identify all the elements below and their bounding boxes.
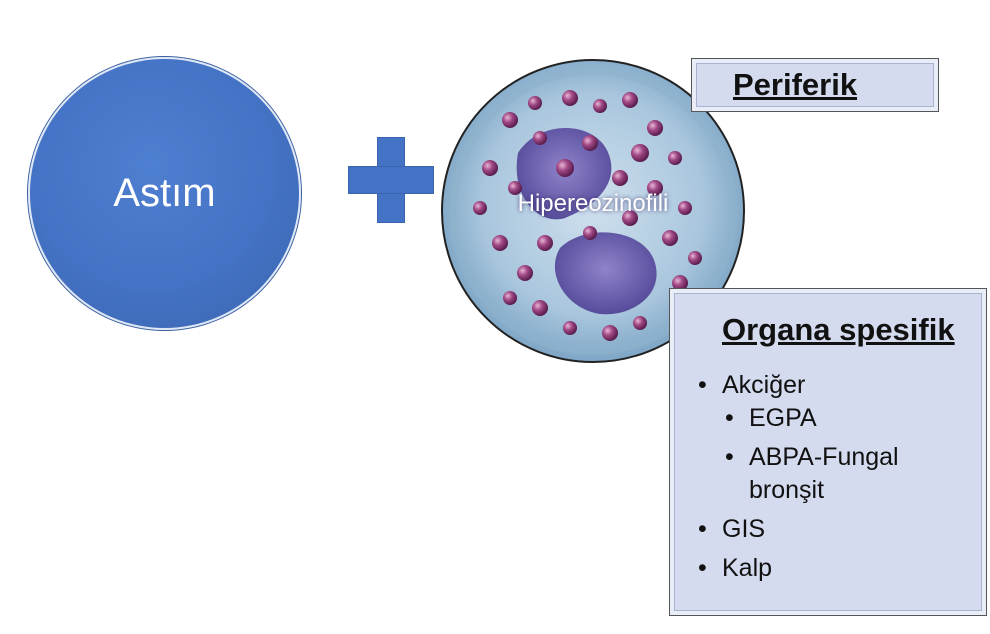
peripheral-title: Periferik (733, 67, 858, 102)
asthma-label: Astım (113, 171, 216, 215)
organ-list: Akciğer EGPA ABPA-Fungal bronşit GIS Kal… (698, 369, 899, 585)
list-item-gis: GIS (698, 513, 899, 546)
abpa-continuation: bronşit (749, 476, 825, 504)
plus-icon (348, 137, 434, 223)
list-item-abpa: ABPA-Fungal bronşit (725, 441, 899, 507)
list-item-heart: Kalp (698, 552, 899, 585)
organ-specific-title: Organa spesifik (722, 312, 955, 347)
organ-specific-box: Organa spesifik Akciğer EGPA ABPA-Fungal… (669, 288, 987, 616)
eosinophil-cell-image (441, 59, 745, 363)
hypereosinophilia-label: Hipereozinofili (517, 190, 669, 217)
list-item-lung: Akciğer (698, 369, 899, 402)
asthma-circle: Astım (28, 57, 301, 330)
abpa-label: ABPA-Fungal (749, 443, 899, 471)
list-item-egpa: EGPA (725, 402, 899, 435)
peripheral-box: Periferik (691, 58, 939, 112)
